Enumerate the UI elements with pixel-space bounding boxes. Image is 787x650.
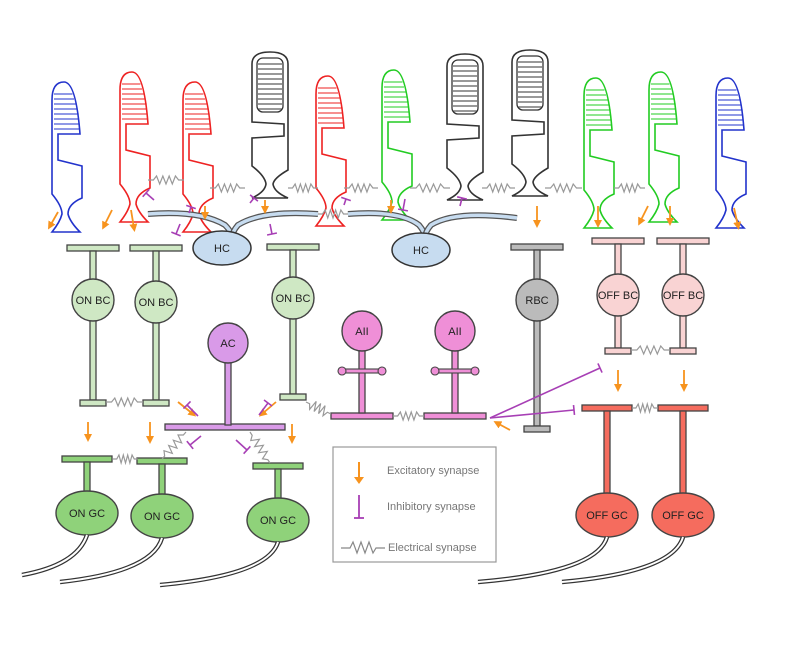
electrical-legend-icon xyxy=(341,540,385,555)
electrical-synapse xyxy=(318,208,348,220)
electrical-synapse xyxy=(249,431,271,464)
photoreceptor-rod-black xyxy=(251,51,289,199)
electrical-synapse xyxy=(614,182,645,194)
excitatory-synapse xyxy=(638,205,649,226)
photoreceptor-cone-green xyxy=(380,69,413,221)
aii-amacrine-cell-2: AII xyxy=(423,310,487,420)
off-bipolar-cell-1-label: OFF BC xyxy=(598,290,638,302)
on-ganglion-cell-3: ON GC xyxy=(246,462,310,543)
electrical-synapse xyxy=(305,400,332,418)
hc-label: HC xyxy=(413,245,429,257)
off-ganglion-cell-2-label: OFF GC xyxy=(662,510,704,522)
off-ganglion-cell-1-label: OFF GC xyxy=(586,510,628,522)
off-bipolar-cell-1: OFF BC xyxy=(591,237,645,355)
photoreceptor-rod-black xyxy=(446,53,484,201)
rod-bipolar-cell-label: RBC xyxy=(525,295,548,307)
inhibitory-synapse xyxy=(235,439,251,455)
electrical-synapse xyxy=(482,182,515,194)
on-bipolar-cell-2-label: ON BC xyxy=(139,297,174,309)
excitatory-synapse xyxy=(102,209,113,230)
legend-inhibitory-label: Inhibitory synapse xyxy=(387,501,476,513)
inhibitory-synapse xyxy=(182,400,199,417)
ganglion-axons xyxy=(21,534,686,588)
inhibitory-synapse xyxy=(186,204,196,214)
electrical-synapse xyxy=(113,452,138,466)
on-ganglion-cell-1-label: ON GC xyxy=(69,508,105,520)
on-bipolar-cell-3: ON BC xyxy=(266,243,320,401)
off-bipolar-cell-2-label: OFF BC xyxy=(663,290,703,302)
excitatory-synapse xyxy=(177,401,197,417)
off-ganglion-cell-1: OFF GC xyxy=(575,404,639,538)
rod-bipolar-cell: RBC xyxy=(510,243,564,433)
aii-amacrine-cell-1-label: AII xyxy=(355,326,368,338)
on-bipolar-cell-1: ON BC xyxy=(66,244,120,407)
excitatory-synapse xyxy=(129,209,138,232)
aii-amacrine-cell-1: AII xyxy=(330,310,394,420)
on-bipolar-cell-2: ON BC xyxy=(129,244,183,407)
off-ganglion-cell-2: OFF GC xyxy=(651,404,715,538)
electrical-synapse xyxy=(106,396,143,408)
electrical-synapse xyxy=(632,401,658,415)
horizontal-cell-2: HC xyxy=(347,210,518,268)
electrical-synapse xyxy=(631,344,670,356)
ganglion-axon xyxy=(21,534,90,578)
electrical-synapse xyxy=(210,182,245,194)
off-bipolar-cell-2: OFF BC xyxy=(656,237,710,355)
photoreceptor-layer xyxy=(50,49,747,233)
electrical-synapse xyxy=(161,431,187,460)
ganglion-axon xyxy=(159,541,281,588)
hc-label: HC xyxy=(214,243,230,255)
excitatory-synapse xyxy=(733,207,742,230)
photoreceptor-cone-green xyxy=(647,71,680,223)
electrical-synapse xyxy=(148,174,184,186)
excitatory-synapse xyxy=(258,401,277,417)
photoreceptor-cone-red xyxy=(314,75,347,227)
excitatory-synapse xyxy=(493,421,511,431)
inhibitory-legend-icon xyxy=(354,495,364,519)
legend: Excitatory synapse Inhibitory synapse El… xyxy=(332,446,497,563)
ganglion-axon xyxy=(59,537,165,585)
on-ganglion-cell-2: ON GC xyxy=(130,457,194,539)
inhibitory-synapse xyxy=(489,404,576,419)
inhibitory-synapse xyxy=(249,194,259,204)
ganglion-axon xyxy=(477,536,610,585)
inhibitory-synapse xyxy=(186,435,202,450)
aii-amacrine-cell-2-label: AII xyxy=(448,326,461,338)
photoreceptor-cone-green xyxy=(582,77,615,229)
inhibitory-synapse xyxy=(397,198,409,212)
synapse-layer xyxy=(48,188,742,455)
photoreceptor-gap-junctions xyxy=(148,174,645,194)
inhibitory-synapse xyxy=(341,196,351,206)
on-ganglion-cell-3-label: ON GC xyxy=(260,515,296,527)
inhibitory-synapse xyxy=(266,223,278,236)
electrical-synapse xyxy=(410,182,450,194)
excitatory-synapse xyxy=(48,211,59,230)
horizontal-cell-1: HC xyxy=(147,210,319,266)
on-bipolar-cell-1-label: ON BC xyxy=(76,295,111,307)
photoreceptor-cone-blue xyxy=(714,77,747,229)
inhibitory-synapse xyxy=(489,363,603,419)
electrical-synapse xyxy=(545,182,582,194)
electrical-synapse xyxy=(344,182,378,194)
legend-excitatory-label: Excitatory synapse xyxy=(387,465,479,477)
electrical-synapse xyxy=(393,410,424,422)
inhibitory-synapse xyxy=(142,188,155,201)
cell-layer: ON BC ON BC ON BC RBC OFF BC OFF BC AC AII AII ON… xyxy=(55,237,715,543)
photoreceptor-cone-red xyxy=(118,71,151,223)
legend-electrical-label: Electrical synapse xyxy=(388,542,477,554)
electrical-synapse xyxy=(288,182,318,194)
on-bipolar-cell-3-label: ON BC xyxy=(276,293,311,305)
ac-label: AC xyxy=(220,338,235,350)
inhibitory-synapse xyxy=(258,399,273,416)
photoreceptor-rod-black xyxy=(511,49,549,197)
on-ganglion-cell-1: ON GC xyxy=(55,455,119,536)
inhibitory-synapse xyxy=(456,196,468,207)
amacrine-cell: AC xyxy=(164,322,286,431)
photoreceptor-cone-blue xyxy=(50,81,83,233)
photoreceptor-cone-red xyxy=(181,81,214,233)
on-ganglion-cell-2-label: ON GC xyxy=(144,511,180,523)
hc-gap-junction xyxy=(318,208,348,220)
inhibitory-synapse xyxy=(171,223,181,237)
